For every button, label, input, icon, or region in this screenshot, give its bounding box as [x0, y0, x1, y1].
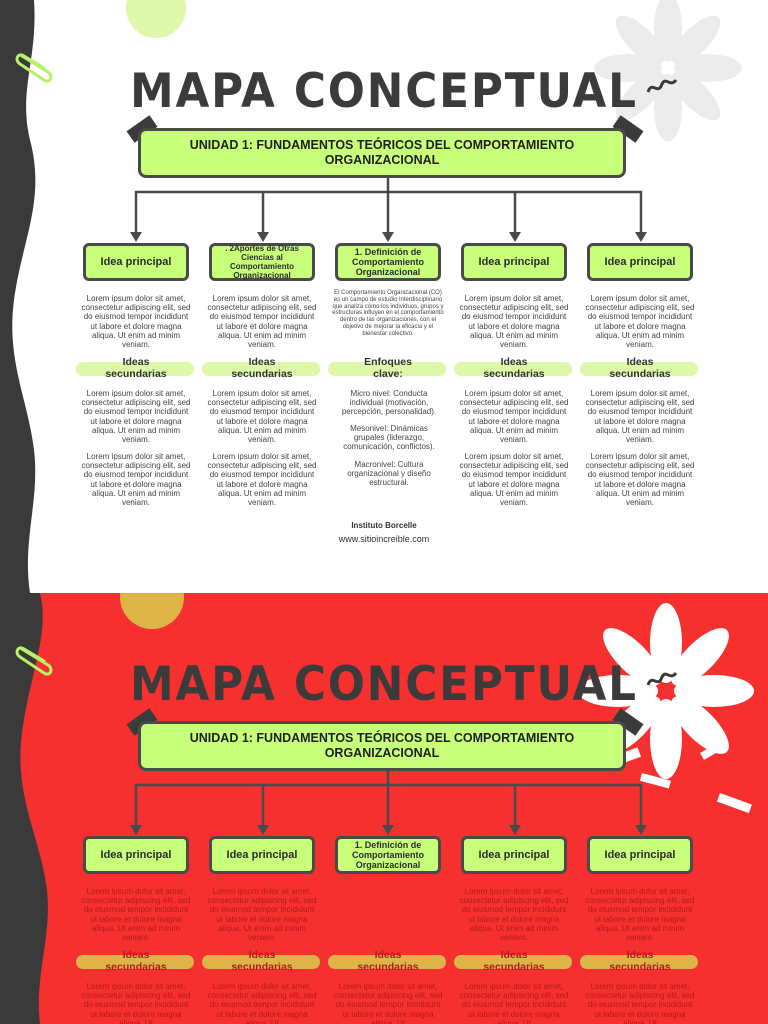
- concept-body-5: Lorem ipsum dolor sit amet, consectetur …: [584, 887, 696, 942]
- page-title: MAPA CONCEPTUAL: [27, 657, 741, 712]
- secondary-label-3: Enfoques clave:: [348, 356, 428, 380]
- concept-box-5: Idea principal: [587, 836, 693, 874]
- secondary-text-3b: Mesonivel: Dinámicas grupales (liderazgo…: [338, 424, 440, 452]
- connector-lines: [136, 178, 641, 236]
- concept-body-4: Lorem ipsum dolor sit amet, consectetur …: [458, 887, 570, 942]
- secondary-label-1: Ideas secundarias: [96, 949, 176, 973]
- secondary-text-1b: Lorem ipsum dolor sit amet, consectetur …: [80, 452, 192, 507]
- secondary-text-2a: Lorem ipsum dolor sit amet, consectetur …: [206, 982, 318, 1024]
- footer-org: Instituto Borcelle: [0, 521, 768, 530]
- secondary-text-4a: Lorem ipsum dolor sit amet, consectetur …: [458, 982, 570, 1024]
- slide-1: MAPA CONCEPTUAL UNIDAD 1: FUNDAMENTOS TE…: [0, 0, 768, 593]
- concept-body-4: Lorem ipsum dolor sit amet, consectetur …: [458, 294, 570, 349]
- secondary-label-4: Ideas secundarias: [474, 949, 554, 973]
- unit-title-box: UNIDAD 1: FUNDAMENTOS TEÓRICOS DEL COMPO…: [138, 128, 626, 178]
- secondary-label-5: Ideas secundarias: [600, 949, 680, 973]
- arrowheads: [130, 232, 647, 242]
- concept-box-1: Idea principal: [83, 243, 189, 281]
- connector-lines: [136, 771, 641, 829]
- concept-box-4: Idea principal: [461, 836, 567, 874]
- concept-body-1: Lorem ipsum dolor sit amet, consectetur …: [80, 887, 192, 942]
- secondary-label-2: Ideas secundarias: [222, 356, 302, 380]
- secondary-text-2b: Lorem ipsum dolor sit amet, consectetur …: [206, 452, 318, 507]
- concept-body-3: El Comportamiento Organizacional (CO) es…: [332, 290, 444, 338]
- secondary-text-3a: Micro nivel: Conducta individual (motiva…: [338, 389, 440, 417]
- page-title: MAPA CONCEPTUAL: [27, 64, 741, 119]
- secondary-text-3c: Macronivel: Cultura organizacional y dis…: [338, 460, 440, 488]
- secondary-text-1a: Lorem ipsum dolor sit amet, consectetur …: [80, 389, 192, 444]
- concept-body-1: Lorem ipsum dolor sit amet, consectetur …: [80, 294, 192, 349]
- concept-body-5: Lorem ipsum dolor sit amet, consectetur …: [584, 294, 696, 349]
- secondary-text-2a: Lorem ipsum dolor sit amet, consectetur …: [206, 389, 318, 444]
- secondary-text-3a: Lorem ipsum dolor sit amet, consectetur …: [332, 982, 444, 1024]
- secondary-label-2: Ideas secundarias: [222, 949, 302, 973]
- secondary-text-5a: Lorem ipsum dolor sit amet, consectetur …: [584, 389, 696, 444]
- slide-2: MAPA CONCEPTUAL UNIDAD 1: FUNDAMENTOS TE…: [0, 593, 768, 1024]
- secondary-text-5a: Lorem ipsum dolor sit amet, consectetur …: [584, 982, 696, 1024]
- concept-body-2: Lorem ipsum dolor sit amet, consectetur …: [206, 887, 318, 942]
- secondary-label-5: Ideas secundarias: [600, 356, 680, 380]
- arrowheads: [130, 825, 647, 835]
- secondary-label-3: Ideas secundarias: [348, 949, 428, 973]
- unit-title-box: UNIDAD 1: FUNDAMENTOS TEÓRICOS DEL COMPO…: [138, 721, 626, 771]
- concept-body-2: Lorem ipsum dolor sit amet, consectetur …: [206, 294, 318, 349]
- secondary-text-4a: Lorem ipsum dolor sit amet, consectetur …: [458, 389, 570, 444]
- secondary-label-4: Ideas secundarias: [474, 356, 554, 380]
- secondary-text-4b: Lorem ipsum dolor sit amet, consectetur …: [458, 452, 570, 507]
- concept-box-2: Idea principal: [209, 836, 315, 874]
- secondary-text-5b: Lorem ipsum dolor sit amet, consectetur …: [584, 452, 696, 507]
- concept-box-4: Idea principal: [461, 243, 567, 281]
- concept-box-3: 1. Definición de Comportamiento Organiza…: [335, 243, 441, 281]
- concept-box-3: 1. Definición de Comportamiento Organiza…: [335, 836, 441, 874]
- secondary-text-1a: Lorem ipsum dolor sit amet, consectetur …: [80, 982, 192, 1024]
- concept-box-5: Idea principal: [587, 243, 693, 281]
- concept-box-1: Idea principal: [83, 836, 189, 874]
- footer-url[interactable]: www.sitioincreible.com: [0, 534, 768, 544]
- secondary-label-1: Ideas secundarias: [96, 356, 176, 380]
- concept-box-2: . 2Aportes de Otras Ciencias al Comporta…: [209, 243, 315, 281]
